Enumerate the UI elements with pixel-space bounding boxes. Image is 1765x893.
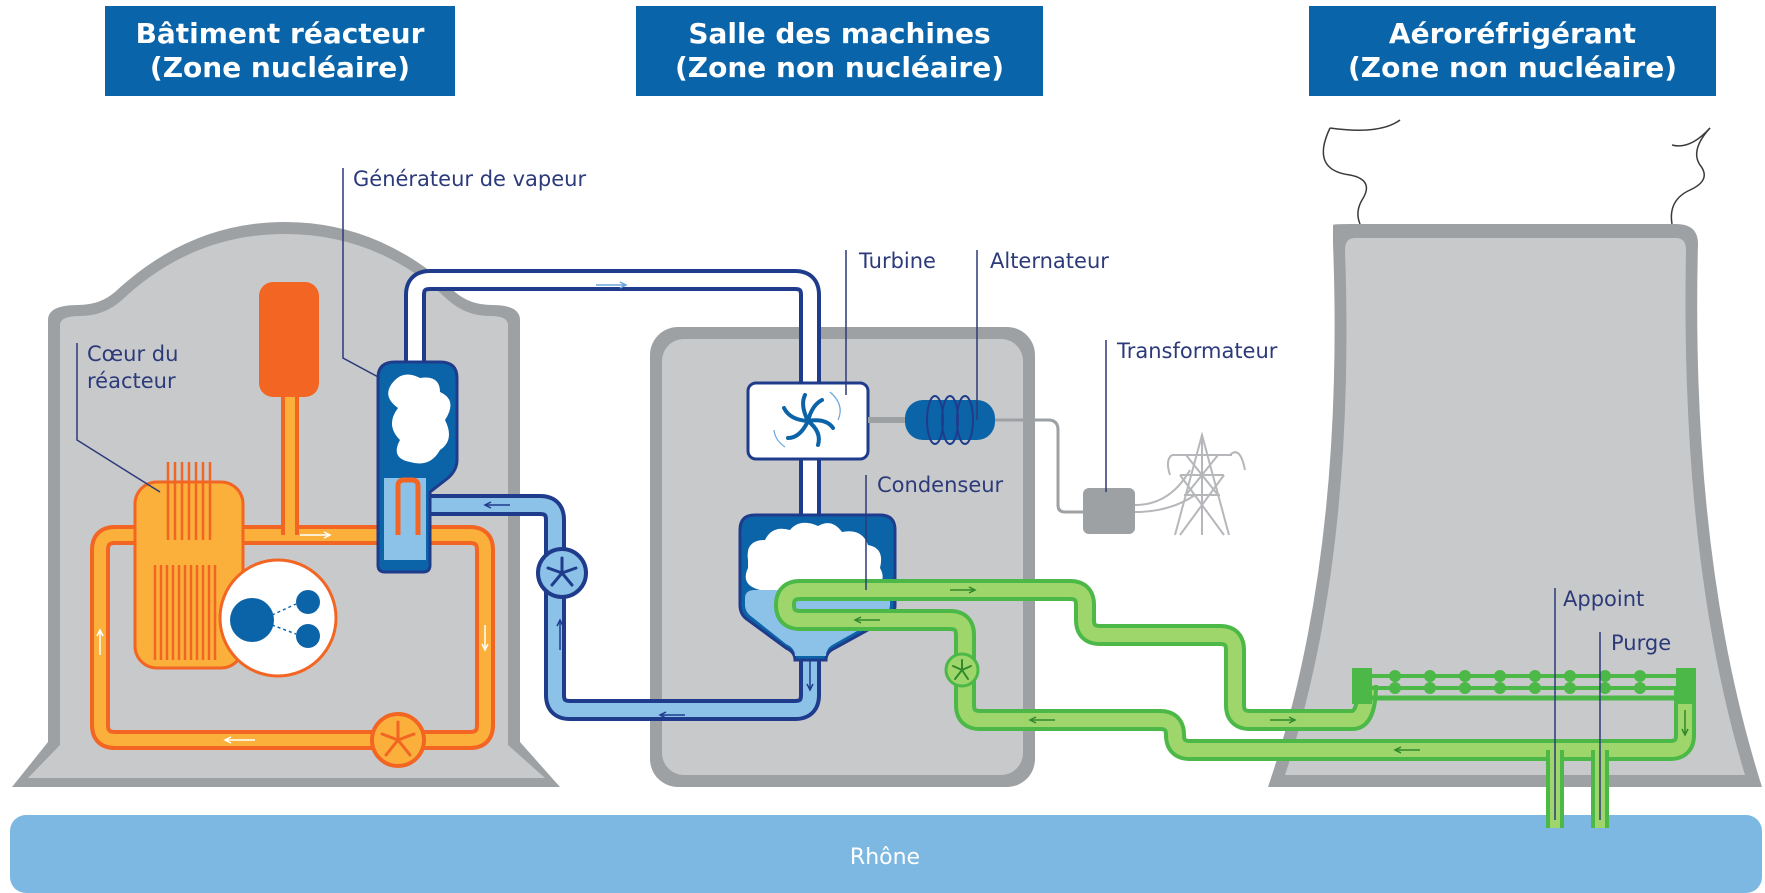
feedwater-pump — [536, 547, 588, 599]
alternator — [868, 395, 995, 445]
zone-header-reactor-building: Bâtiment réacteur (Zone nucléaire) — [105, 6, 455, 96]
cooling-tower — [1268, 119, 1762, 787]
steam-generator — [376, 360, 459, 574]
zone-header-line1: Aéroréfrigérant — [1388, 17, 1637, 50]
label-core-line1: Cœur du — [87, 342, 178, 366]
label-makeup: Appoint — [1563, 587, 1644, 611]
label-turbine: Turbine — [858, 249, 936, 273]
zone-header-line1: Bâtiment réacteur — [135, 17, 425, 50]
label-steam-generator: Générateur de vapeur — [353, 167, 586, 191]
label-core-line2: réacteur — [87, 369, 176, 393]
label-alternator: Alternateur — [990, 249, 1109, 273]
label-condenser: Condenseur — [877, 473, 1004, 497]
river-label: Rhône — [850, 845, 920, 870]
power-cable — [995, 418, 1083, 514]
primary-pump — [370, 712, 426, 768]
turbine — [746, 381, 870, 461]
zone-header-cooling-tower: Aéroréfrigérant (Zone non nucléaire) — [1309, 6, 1716, 96]
pressurizer — [259, 282, 319, 397]
pylon-icon — [1134, 431, 1246, 536]
zone-header-machine-room: Salle des machines (Zone non nucléaire) — [636, 6, 1043, 96]
cooling-pump — [944, 652, 980, 688]
label-transformer: Transformateur — [1116, 339, 1278, 363]
zone-header-line2: (Zone non nucléaire) — [1348, 51, 1677, 84]
feedwater-line — [420, 494, 821, 721]
label-purge: Purge — [1611, 631, 1671, 655]
labels: Générateur de vapeur Cœur du réacteur Tu… — [87, 167, 1671, 655]
steam-plume-right — [1670, 127, 1711, 225]
zone-header-line1: Salle des machines — [688, 17, 991, 50]
zone-header-line2: (Zone nucléaire) — [149, 51, 411, 84]
zone-header-line2: (Zone non nucléaire) — [675, 51, 1004, 84]
steam-plume-left — [1322, 127, 1368, 225]
river: Rhône — [10, 815, 1762, 893]
transformer — [1083, 488, 1135, 534]
leader-lines — [76, 168, 1601, 820]
primary-circuit — [90, 390, 495, 750]
fission-icon — [218, 558, 338, 678]
